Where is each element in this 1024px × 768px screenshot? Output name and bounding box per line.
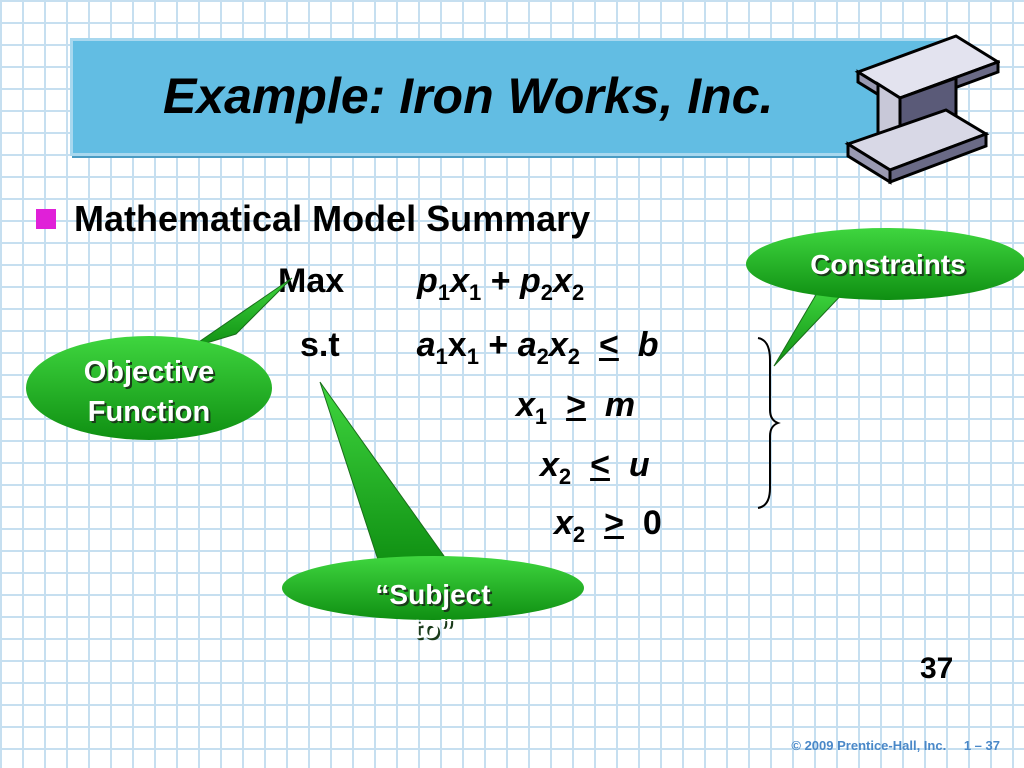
bullet-text: Mathematical Model Summary <box>74 198 591 239</box>
var-x: x <box>548 326 568 364</box>
var-x: x <box>447 326 467 364</box>
subject-line-2: to” <box>412 613 454 644</box>
var-x: x <box>540 446 559 484</box>
i-beam-icon <box>844 34 1000 185</box>
objective-bubble <box>26 277 293 440</box>
var-x: x <box>553 262 572 300</box>
var-a: a <box>517 326 537 364</box>
ge-sign: > <box>604 504 624 542</box>
var-b: b <box>637 326 659 364</box>
st-label: s.t <box>300 326 340 364</box>
var-u: u <box>628 446 650 484</box>
objective-callout-label: Objective Function <box>46 352 252 432</box>
footer-page: 1 – 37 <box>963 738 1000 753</box>
slide-number: 37 <box>920 652 954 685</box>
objective-line-2: Function <box>87 396 211 428</box>
sub-1: 1 <box>437 280 451 305</box>
subject-to-callout-label: “Subject to” <box>330 578 536 646</box>
var-p: p <box>520 262 541 300</box>
bullet-square-icon <box>36 209 56 229</box>
var-x: x <box>450 262 469 300</box>
constraint-row-3: x2 < u <box>540 446 650 488</box>
title-bar: Example: Iron Works, Inc. <box>70 38 950 156</box>
sub-2: 2 <box>540 280 554 305</box>
sub-2: 2 <box>572 522 586 547</box>
zero-value: 0 <box>642 504 662 542</box>
sub-2: 2 <box>571 280 585 305</box>
constraint-row-2: x1 > m <box>516 386 636 428</box>
le-sign: < <box>590 446 610 484</box>
subject-to-bubble <box>282 381 584 620</box>
ge-sign: > <box>566 386 586 424</box>
plus-sign: + <box>488 326 509 364</box>
objective-line-1: Objective <box>83 356 215 388</box>
bullet-item: Mathematical Model Summary <box>36 198 590 240</box>
constraint-row-4: x2 > 0 <box>554 504 662 546</box>
plus-sign: + <box>490 262 511 300</box>
sub-1: 1 <box>435 344 448 369</box>
sub-2: 2 <box>536 344 549 369</box>
sub-2: 2 <box>567 344 581 369</box>
slide-title: Example: Iron Works, Inc. <box>163 68 774 124</box>
constraints-bubble <box>746 228 1024 367</box>
le-sign: < <box>598 326 619 364</box>
constraints-callout-label: Constraints <box>810 249 966 280</box>
var-m: m <box>604 386 636 424</box>
var-a: a <box>416 326 436 364</box>
sub-2: 2 <box>558 464 572 489</box>
sub-1: 1 <box>469 280 482 305</box>
constraints-brace <box>757 337 781 509</box>
sub-1: 1 <box>466 344 479 369</box>
footer: © 2009 Prentice-Hall, Inc. 1 – 37 <box>777 738 1000 753</box>
objective-row: Max p1x1 + p2x2 <box>278 262 584 304</box>
var-x: x <box>554 504 573 542</box>
sub-1: 1 <box>534 404 548 429</box>
subject-line-1: “Subject <box>375 579 491 610</box>
var-x: x <box>516 386 535 424</box>
constraint-row-1: s.t a1x1 + a2x2 < b <box>300 326 659 368</box>
var-p: p <box>417 262 438 300</box>
footer-copyright: © 2009 Prentice-Hall, Inc. <box>791 738 947 753</box>
